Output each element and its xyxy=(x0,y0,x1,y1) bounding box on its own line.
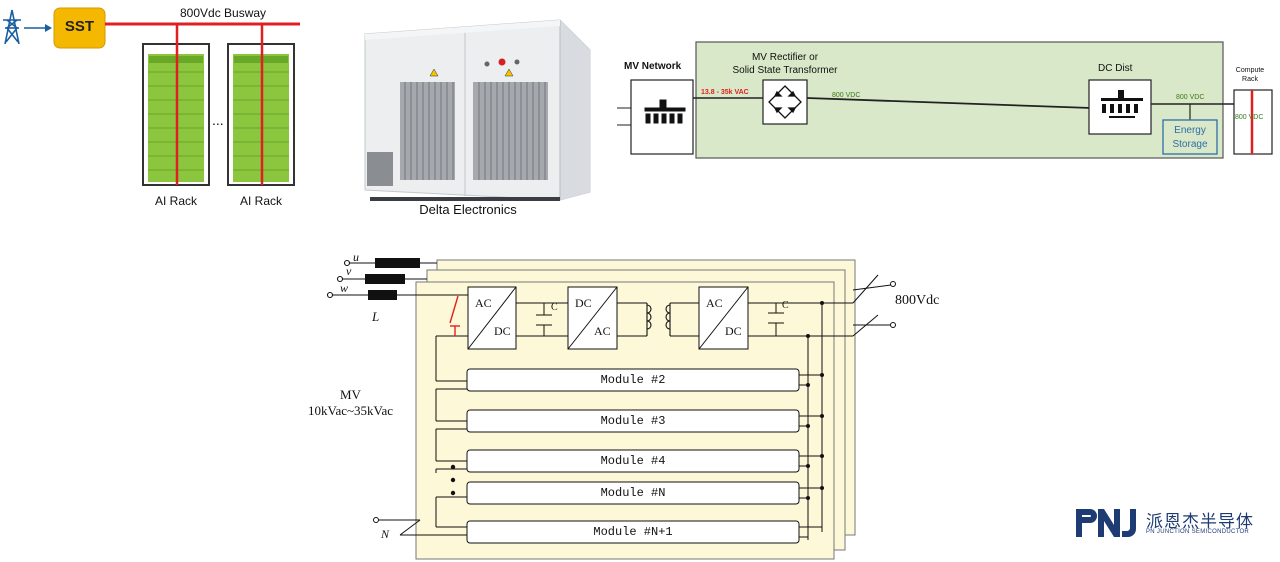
sst-box xyxy=(53,7,106,49)
indicator-light-gray-2 xyxy=(514,59,520,65)
delta-caption: Delta Electronics xyxy=(419,202,517,217)
transmission-tower-icon xyxy=(3,9,21,45)
rectifier-box xyxy=(762,79,808,125)
neutral-label: N xyxy=(381,527,390,541)
indicator-light-red xyxy=(498,58,506,66)
dc-dist-label: DC Dist xyxy=(1098,63,1133,74)
compute-label-line2: Rack xyxy=(1242,76,1258,83)
transformer-icon xyxy=(646,303,671,336)
dc-dist-box xyxy=(1088,79,1152,135)
output-voltage-label: 800Vdc xyxy=(895,293,940,308)
cap1-label: C xyxy=(551,302,558,313)
bridge-rectifier-icon xyxy=(768,85,802,119)
module-1-wiring xyxy=(416,294,822,381)
module-label-4: Module #4 xyxy=(600,454,666,468)
neutral-connection xyxy=(373,517,436,536)
logo-english-text: PN JUNCTION SEMICONDUCTOR xyxy=(1146,529,1250,535)
continuation-dots xyxy=(450,464,456,496)
logo-chinese-text: 派恩杰半导体 xyxy=(1146,512,1254,531)
inductor-label: L xyxy=(372,309,380,324)
pnj-logo-mark xyxy=(1076,509,1136,537)
ai-rack-label-2: AI Rack xyxy=(239,194,282,208)
mv-label-line1: MV xyxy=(340,387,361,402)
module-label-3: Module #3 xyxy=(600,414,666,428)
energy-storage-line1: Energy xyxy=(1174,125,1206,136)
vdc-label-1: 800 VDC xyxy=(832,92,861,99)
indicator-light-gray-1 xyxy=(484,61,490,67)
converter1-ac: AC xyxy=(475,296,492,310)
cabinet-louver-left xyxy=(400,82,455,180)
cabinet-louver-right xyxy=(473,82,548,180)
phase-u-label: u xyxy=(353,250,359,264)
mv-network-label: MV Network xyxy=(624,61,682,72)
energy-storage-line2: Storage xyxy=(1172,139,1208,150)
compute-label-line1: Compute xyxy=(1235,67,1265,74)
cap2-label: C xyxy=(782,300,789,311)
vdc-label-2: 800 VDC xyxy=(1176,94,1205,101)
mv-distribution-diagram xyxy=(617,41,1273,159)
module-bar-2 xyxy=(466,368,800,392)
module-bar-n1 xyxy=(466,520,800,544)
rectifier-label-line2: Solid State Transformer xyxy=(732,65,838,76)
converter2-dc: DC xyxy=(575,296,592,310)
dc-ac-converter xyxy=(567,286,618,350)
mv-label-line2: 10kVac~35kVac xyxy=(308,403,394,418)
ac-dc-converter-2 xyxy=(698,286,749,350)
breaker-switch xyxy=(449,295,460,336)
module-bar-n xyxy=(466,481,800,505)
busway-diagram xyxy=(3,7,300,186)
junction-dots xyxy=(806,301,824,500)
converter3-dc: DC xyxy=(725,324,742,338)
ac-dc-converter-1 xyxy=(467,286,517,350)
inductor-v xyxy=(365,274,405,284)
sst-schematic xyxy=(326,258,896,560)
module-label-n: Module #N xyxy=(600,486,666,500)
inductor-w xyxy=(368,290,397,300)
inductor-u xyxy=(375,258,420,268)
rectifier-label-line1: MV Rectifier or xyxy=(751,52,819,63)
busway-label: 800Vdc Busway xyxy=(180,6,267,20)
energy-storage-box xyxy=(1162,119,1218,155)
phase-w-label: w xyxy=(340,281,349,295)
rack-vdc-label: 800 VDC xyxy=(1235,114,1264,121)
converter2-ac: AC xyxy=(594,324,611,338)
rack-ellipsis: ... xyxy=(212,112,224,128)
sst-label: SST xyxy=(64,18,95,35)
switchgear-icon xyxy=(644,99,686,124)
converter1-dc: DC xyxy=(494,324,511,338)
delta-cabinet-image xyxy=(364,19,591,201)
arrow-head-icon xyxy=(45,24,52,32)
module-label-2: Module #2 xyxy=(600,373,666,387)
converter3-ac: AC xyxy=(706,296,723,310)
warning-sign-icon-2 xyxy=(504,68,514,77)
vac-label: 13.8 - 35k VAC xyxy=(701,89,749,96)
module-label-n1: Module #N+1 xyxy=(593,525,673,539)
ai-rack-label-1: AI Rack xyxy=(154,194,197,208)
warning-sign-icon xyxy=(429,68,439,77)
phase-lines xyxy=(326,259,437,299)
output-terminals xyxy=(890,281,896,328)
dc-switchgear-icon xyxy=(1101,90,1143,118)
series-chain-wiring xyxy=(435,380,467,536)
phase-v-label: v xyxy=(346,264,352,278)
